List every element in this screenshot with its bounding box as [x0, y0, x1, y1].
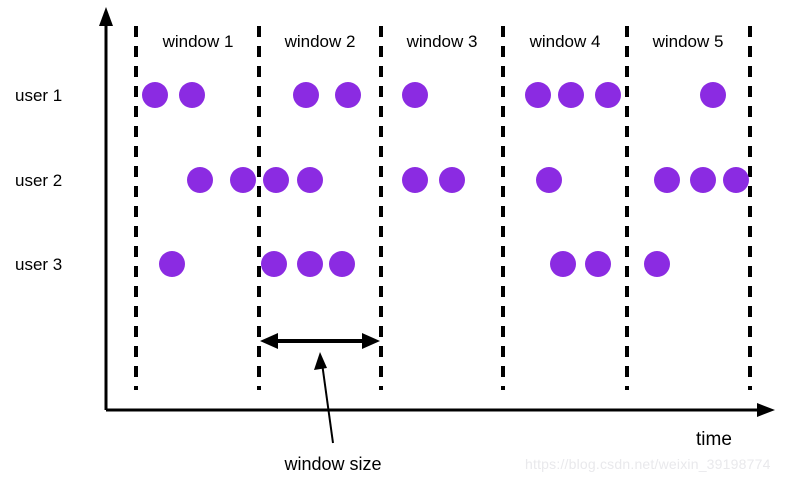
x-axis-label-time: time: [696, 429, 732, 450]
event-dot: [335, 82, 361, 108]
event-dot: [142, 82, 168, 108]
event-dot: [159, 251, 185, 277]
event-dot: [723, 167, 749, 193]
x-axis: [106, 403, 775, 417]
event-dot: [536, 167, 562, 193]
event-dot: [690, 167, 716, 193]
event-dot: [654, 167, 680, 193]
event-dot: [297, 167, 323, 193]
event-dot: [263, 167, 289, 193]
event-dot: [525, 82, 551, 108]
event-dot: [550, 251, 576, 277]
row-label-user-2: user 2: [15, 171, 63, 190]
event-dot: [230, 167, 256, 193]
window-dividers: [134, 26, 752, 390]
event-dot: [439, 167, 465, 193]
event-dot: [179, 82, 205, 108]
event-dot: [297, 251, 323, 277]
event-dot: [402, 167, 428, 193]
watermark: https://blog.csdn.net/weixin_39198774: [525, 456, 771, 472]
window-size-double-arrow-icon: [260, 333, 380, 349]
row-label-user-3: user 3: [15, 255, 63, 274]
event-dot: [644, 251, 670, 277]
event-dot: [329, 251, 355, 277]
event-dot: [261, 251, 287, 277]
window-label-3: window 3: [406, 32, 478, 51]
event-dot: [402, 82, 428, 108]
event-dot: [558, 82, 584, 108]
window-label-2: window 2: [284, 32, 356, 51]
window-label-4: window 4: [529, 32, 601, 51]
y-axis: [99, 7, 113, 410]
window-label-1: window 1: [162, 32, 234, 51]
event-dot: [700, 82, 726, 108]
window-size-callout-arrow-icon: [314, 352, 334, 444]
window-size-annotation-label: window size: [284, 454, 382, 474]
event-dot: [595, 82, 621, 108]
event-dot: [585, 251, 611, 277]
row-label-user-1: user 1: [15, 86, 63, 105]
window-label-5: window 5: [652, 32, 724, 51]
event-dot: [187, 167, 213, 193]
event-dot: [293, 82, 319, 108]
